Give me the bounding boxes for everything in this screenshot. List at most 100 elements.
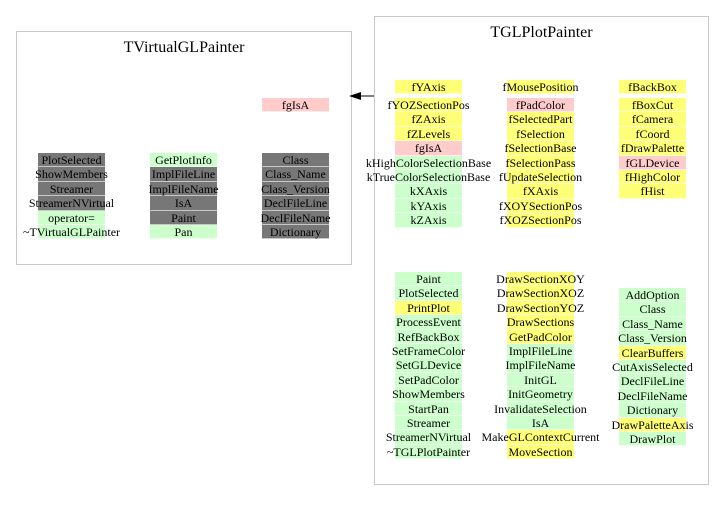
- member-entry[interactable]: StartPan: [395, 401, 462, 416]
- member-entry[interactable]: StreamerNVirtual: [29, 196, 114, 211]
- member-entry[interactable]: Streamer: [395, 415, 462, 431]
- member-entry[interactable]: fSelectedPart: [507, 112, 574, 127]
- member-entry[interactable]: SetGLDevice: [395, 358, 462, 373]
- member-entry[interactable]: ShowMembers: [392, 387, 465, 402]
- member-label: IsA: [174, 196, 193, 211]
- member-entry[interactable]: fSelectionBase: [505, 141, 576, 156]
- member-entry[interactable]: fCoord: [619, 126, 686, 142]
- member-entry[interactable]: RefBackBox: [395, 329, 462, 344]
- member-label: Streamer: [49, 181, 94, 196]
- member-label: Dictionary: [626, 403, 679, 418]
- member-entry[interactable]: GetPadColor: [507, 329, 574, 344]
- member-entry[interactable]: fMousePosition: [502, 80, 579, 95]
- member-entry[interactable]: SetFrameColor: [392, 343, 465, 359]
- member-entry[interactable]: Dictionary: [619, 403, 686, 418]
- member-entry[interactable]: DrawSectionXOY: [496, 272, 585, 287]
- member-entry[interactable]: kXAxis: [395, 184, 462, 199]
- member-entry[interactable]: MakeGLContextCurrent: [482, 430, 599, 445]
- member-entry[interactable]: PrintPlot: [395, 300, 462, 316]
- member-entry[interactable]: Dictionary: [262, 224, 329, 240]
- member-entry[interactable]: Class_Name: [262, 167, 329, 182]
- member-entry[interactable]: GetPlotInfo: [150, 153, 217, 168]
- member-entry[interactable]: IsA: [507, 415, 574, 431]
- member-entry[interactable]: fYOZSectionPos: [388, 98, 470, 113]
- member-entry[interactable]: Class: [262, 153, 329, 168]
- member-entry[interactable]: AddOption: [619, 288, 686, 303]
- member-label: ProcessEvent: [396, 315, 461, 330]
- data-members-column-head: fMousePosition: [502, 80, 579, 95]
- member-entry[interactable]: PlotSelected: [395, 286, 462, 301]
- member-entry[interactable]: InitGeometry: [507, 387, 574, 402]
- member-entry[interactable]: StreamerNVirtual: [386, 430, 471, 445]
- member-entry[interactable]: fDrawPalette: [619, 141, 686, 156]
- member-entry[interactable]: fSelectionPass: [506, 155, 576, 170]
- member-entry[interactable]: fHighColor: [619, 169, 686, 185]
- member-entry[interactable]: fGLDevice: [619, 155, 686, 170]
- member-entry[interactable]: DeclFileLine: [619, 374, 686, 389]
- member-label: Class_Name: [622, 316, 683, 331]
- member-entry[interactable]: Paint: [395, 272, 462, 287]
- member-label: DrawSectionYOZ: [496, 300, 585, 315]
- member-entry[interactable]: DrawPlot: [619, 431, 686, 447]
- member-entry[interactable]: fPadColor: [507, 98, 574, 113]
- member-entry[interactable]: kYAxis: [395, 198, 462, 214]
- member-entry[interactable]: Class_Version: [261, 181, 330, 197]
- member-entry[interactable]: ClearBuffers: [619, 345, 686, 360]
- member-entry[interactable]: fgIsA: [262, 98, 329, 113]
- member-entry[interactable]: DrawSections: [507, 315, 574, 330]
- member-entry[interactable]: fXOZSectionPos: [500, 213, 582, 228]
- member-label: fBackBox: [628, 80, 677, 94]
- member-entry[interactable]: fZLevels: [395, 126, 462, 142]
- member-entry[interactable]: fHist: [619, 184, 686, 199]
- member-entry[interactable]: ImplFileName: [149, 181, 218, 197]
- member-entry[interactable]: DeclFileLine: [262, 196, 329, 211]
- member-entry[interactable]: fgIsA: [395, 141, 462, 156]
- member-entry[interactable]: Paint: [150, 210, 217, 225]
- member-entry[interactable]: kZAxis: [395, 213, 462, 228]
- member-entry[interactable]: Class_Name: [619, 316, 686, 332]
- member-entry[interactable]: PlotSelected: [38, 153, 105, 168]
- member-entry[interactable]: fSelection: [507, 126, 574, 142]
- member-label: ShowMembers: [35, 167, 108, 182]
- member-entry[interactable]: fUpdateSelection: [499, 169, 582, 185]
- member-entry[interactable]: kTrueColorSelectionBase: [367, 169, 490, 185]
- member-entry[interactable]: ImplFileLine: [507, 343, 574, 359]
- member-entry[interactable]: InitGL: [507, 372, 574, 388]
- member-entry[interactable]: ProcessEvent: [395, 315, 462, 330]
- member-label: PlotSelected: [41, 153, 102, 167]
- member-entry[interactable]: MoveSection: [507, 444, 574, 460]
- member-entry[interactable]: fCamera: [619, 112, 686, 127]
- member-entry[interactable]: Class: [619, 302, 686, 317]
- member-entry[interactable]: fXAxis: [507, 184, 574, 199]
- member-entry[interactable]: fBackBox: [619, 80, 686, 95]
- member-entry[interactable]: fYAxis: [395, 80, 462, 95]
- member-label: MakeGLContextCurrent: [481, 430, 600, 445]
- member-entry[interactable]: IsA: [150, 196, 217, 211]
- member-entry[interactable]: InvalidateSelection: [494, 401, 587, 416]
- member-entry[interactable]: Streamer: [38, 181, 105, 197]
- member-entry[interactable]: CutAxisSelected: [612, 359, 693, 375]
- member-entry[interactable]: Pan: [150, 224, 217, 240]
- member-entry[interactable]: ~TGLPlotPainter: [387, 444, 470, 460]
- member-entry[interactable]: DrawSectionXOZ: [497, 286, 584, 301]
- member-entry[interactable]: DrawSectionYOZ: [497, 300, 584, 316]
- member-entry[interactable]: ShowMembers: [35, 167, 108, 182]
- member-entry[interactable]: ~TVirtualGLPainter: [23, 224, 120, 240]
- member-entry[interactable]: ImplFileName: [506, 358, 575, 373]
- member-entry[interactable]: kHighColorSelectionBase: [366, 155, 491, 170]
- member-entry[interactable]: SetPadColor: [395, 372, 462, 388]
- member-entry[interactable]: operator=: [38, 210, 105, 225]
- member-entry[interactable]: ImplFileLine: [150, 167, 217, 182]
- member-entry[interactable]: DrawPaletteAxis: [612, 417, 693, 432]
- member-label: kYAxis: [410, 198, 447, 213]
- member-entry[interactable]: Class_Version: [618, 331, 687, 346]
- member-entry[interactable]: DeclFileName: [618, 388, 687, 404]
- member-label: MoveSection: [508, 444, 573, 459]
- member-entry[interactable]: fBoxCut: [619, 98, 686, 113]
- member-entry[interactable]: DeclFileName: [261, 210, 330, 225]
- member-entry[interactable]: fZAxis: [395, 112, 462, 127]
- member-label: Dictionary: [269, 224, 322, 239]
- member-entry[interactable]: fXOYSectionPos: [499, 198, 582, 214]
